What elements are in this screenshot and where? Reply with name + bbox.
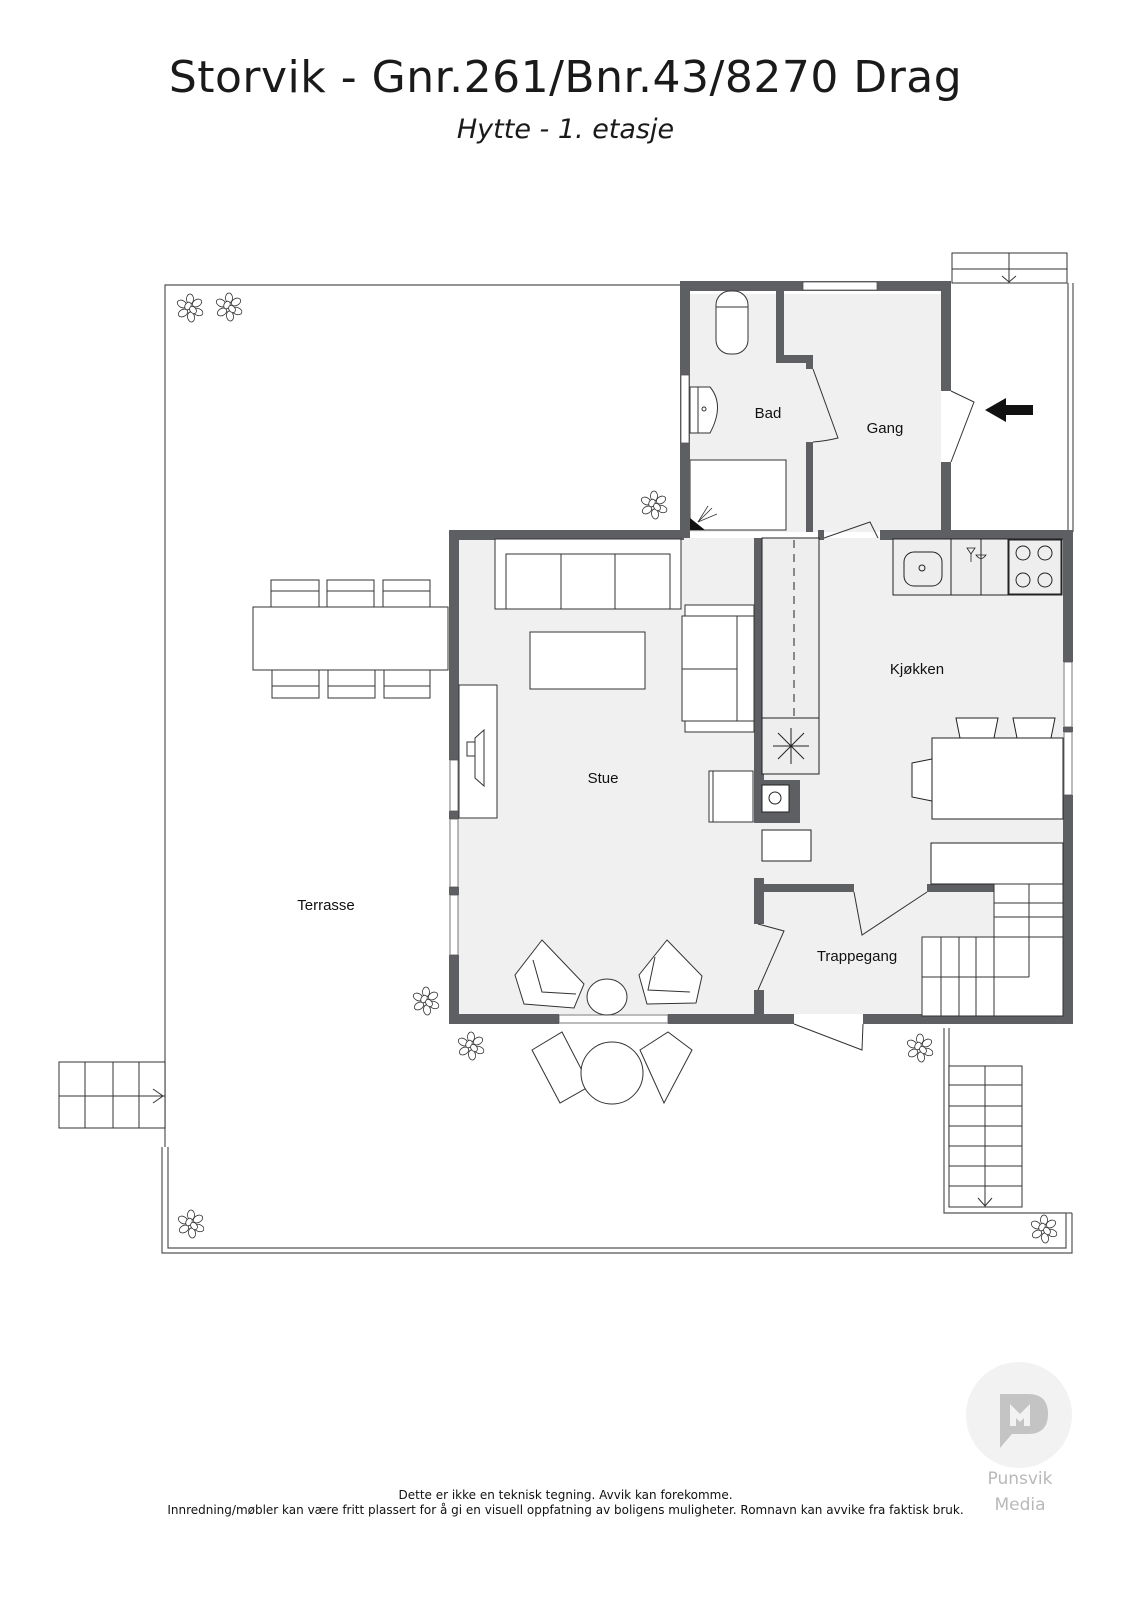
lounge-chairs <box>514 939 703 1016</box>
room-label-gang: Gang <box>867 420 904 437</box>
indoor-stairs <box>921 883 1064 1017</box>
outdoor-round-table-set <box>531 1031 693 1105</box>
doors <box>757 368 975 1051</box>
disclaimer-line-1: Dette er ikke en teknisk tegning. Avvik … <box>398 1488 733 1502</box>
disclaimer-line-2: Innredning/møbler kan være fritt plasser… <box>167 1503 964 1517</box>
tv-bench <box>458 684 498 819</box>
sofa-2-seat <box>681 604 755 733</box>
sofa-3-seat <box>494 538 682 610</box>
kitchen-table <box>911 717 1064 820</box>
disclaimer: Dette er ikke en teknisk tegning. Avvik … <box>0 1488 1131 1518</box>
punsvik-media-logo <box>966 1362 1072 1468</box>
page-subtitle: Hytte - 1. etasje <box>456 114 675 145</box>
dishwasher-icon <box>966 547 987 562</box>
sink-bad <box>689 386 718 434</box>
page-title: Storvik - Gnr.261/Bnr.43/8270 Drag <box>168 52 963 103</box>
toilet <box>715 290 749 355</box>
coffee-table <box>529 631 646 690</box>
logo-text: Punsvik Media <box>960 1466 1080 1518</box>
shower-head-icon <box>690 518 705 530</box>
windows <box>449 281 1073 1024</box>
logo-mark-icon <box>1000 1394 1048 1448</box>
terrace-dining-set <box>252 579 449 699</box>
terrace-stairs-right <box>948 1065 1023 1208</box>
logo-line-2: Media <box>994 1495 1046 1515</box>
stove-icon <box>1015 545 1053 588</box>
chimney <box>761 784 790 813</box>
room-label-terrasse: Terrasse <box>297 897 355 914</box>
room-label-trappegang: Trappegang <box>817 948 897 965</box>
cabinet-small <box>761 829 812 862</box>
terrace-stairs-left <box>58 1061 166 1129</box>
kitchen-counter <box>892 538 1063 596</box>
kitchen-bench <box>930 842 1064 885</box>
pantry-cabinet <box>761 537 820 775</box>
room-label-stue: Stue <box>588 770 619 787</box>
logo-line-1: Punsvik <box>987 1469 1053 1489</box>
arrow-left-icon <box>985 398 1033 422</box>
entrance-steps <box>951 252 1068 284</box>
room-label-kjokken: Kjøkken <box>890 661 944 678</box>
armchair <box>708 770 754 823</box>
shower-spray-icon <box>697 505 718 523</box>
room-label-bad: Bad <box>755 405 782 422</box>
